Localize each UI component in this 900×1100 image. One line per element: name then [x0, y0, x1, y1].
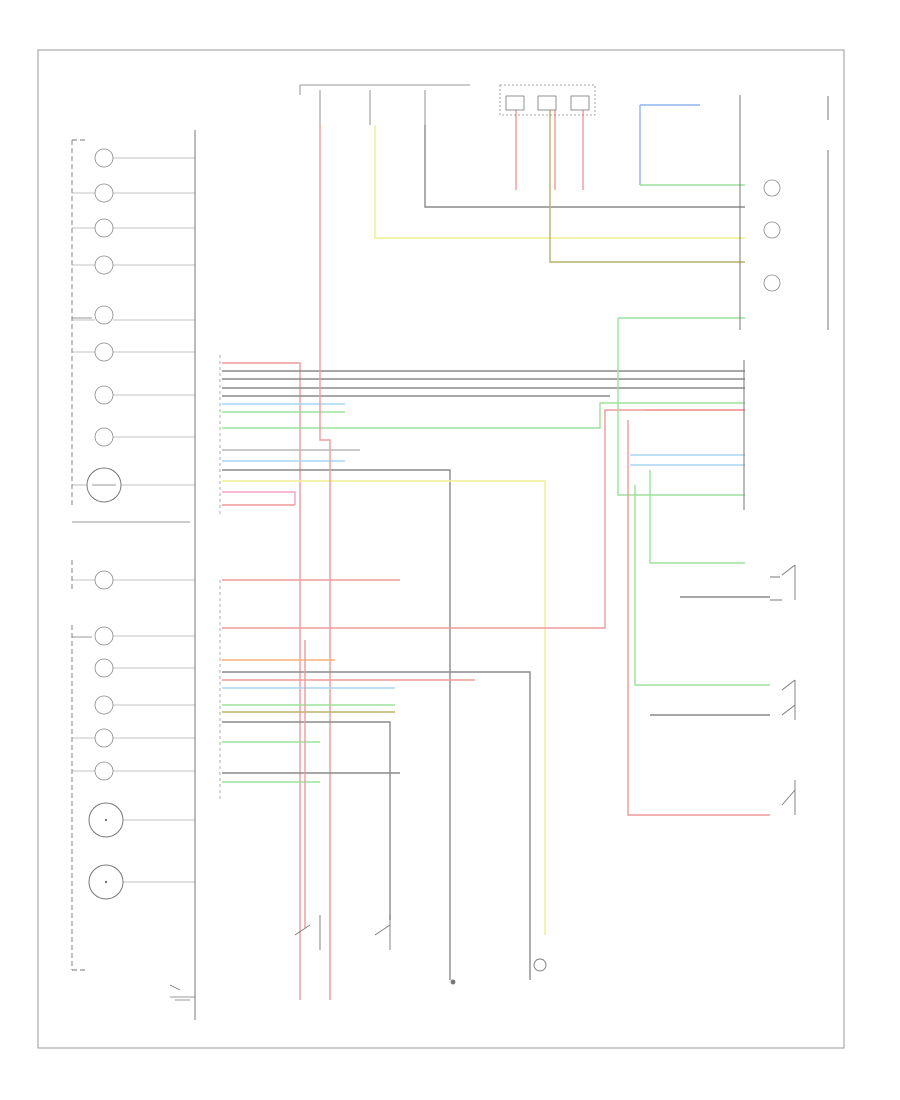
cluster-component [72, 218, 195, 238]
diagram-border [37, 49, 845, 1049]
yellow-wire [222, 480, 546, 935]
fuse-block [299, 84, 596, 125]
red-wire [222, 362, 301, 1000]
cluster-component [94, 427, 195, 447]
switch-symbols [294, 564, 796, 985]
right-module-top [739, 95, 829, 330]
cluster-component [94, 385, 195, 405]
olive-wire [549, 110, 745, 263]
instrument-cluster [71, 130, 196, 1020]
wire-harness [222, 104, 770, 1000]
cluster-component [94, 148, 195, 168]
gray-wire [424, 125, 745, 208]
pink-wire [222, 491, 296, 505]
cluster-component [72, 570, 195, 590]
cluster-component [72, 728, 195, 748]
red-wire [515, 110, 584, 190]
green-wire [222, 402, 745, 429]
cluster-component [94, 695, 195, 715]
cluster-component [72, 305, 195, 325]
green-wire [634, 485, 770, 686]
temperature-gauge [88, 802, 195, 838]
green-wire [617, 317, 745, 496]
cluster-component [94, 658, 195, 678]
gray-wire [222, 671, 531, 980]
cluster-component [72, 255, 195, 275]
cluster-component [72, 761, 195, 781]
gray-wire [222, 721, 391, 920]
yellow-wire [374, 125, 745, 239]
cluster-component [72, 183, 195, 203]
cluster-component [72, 342, 195, 362]
fuel-gauge [88, 864, 195, 900]
cluster-component [94, 626, 195, 646]
green-wire [649, 470, 745, 564]
red-wire [319, 125, 331, 1000]
red-wire [627, 420, 770, 816]
blue-wire [639, 104, 700, 185]
tachometer-gauge [72, 467, 195, 503]
gray-wire [222, 469, 451, 980]
